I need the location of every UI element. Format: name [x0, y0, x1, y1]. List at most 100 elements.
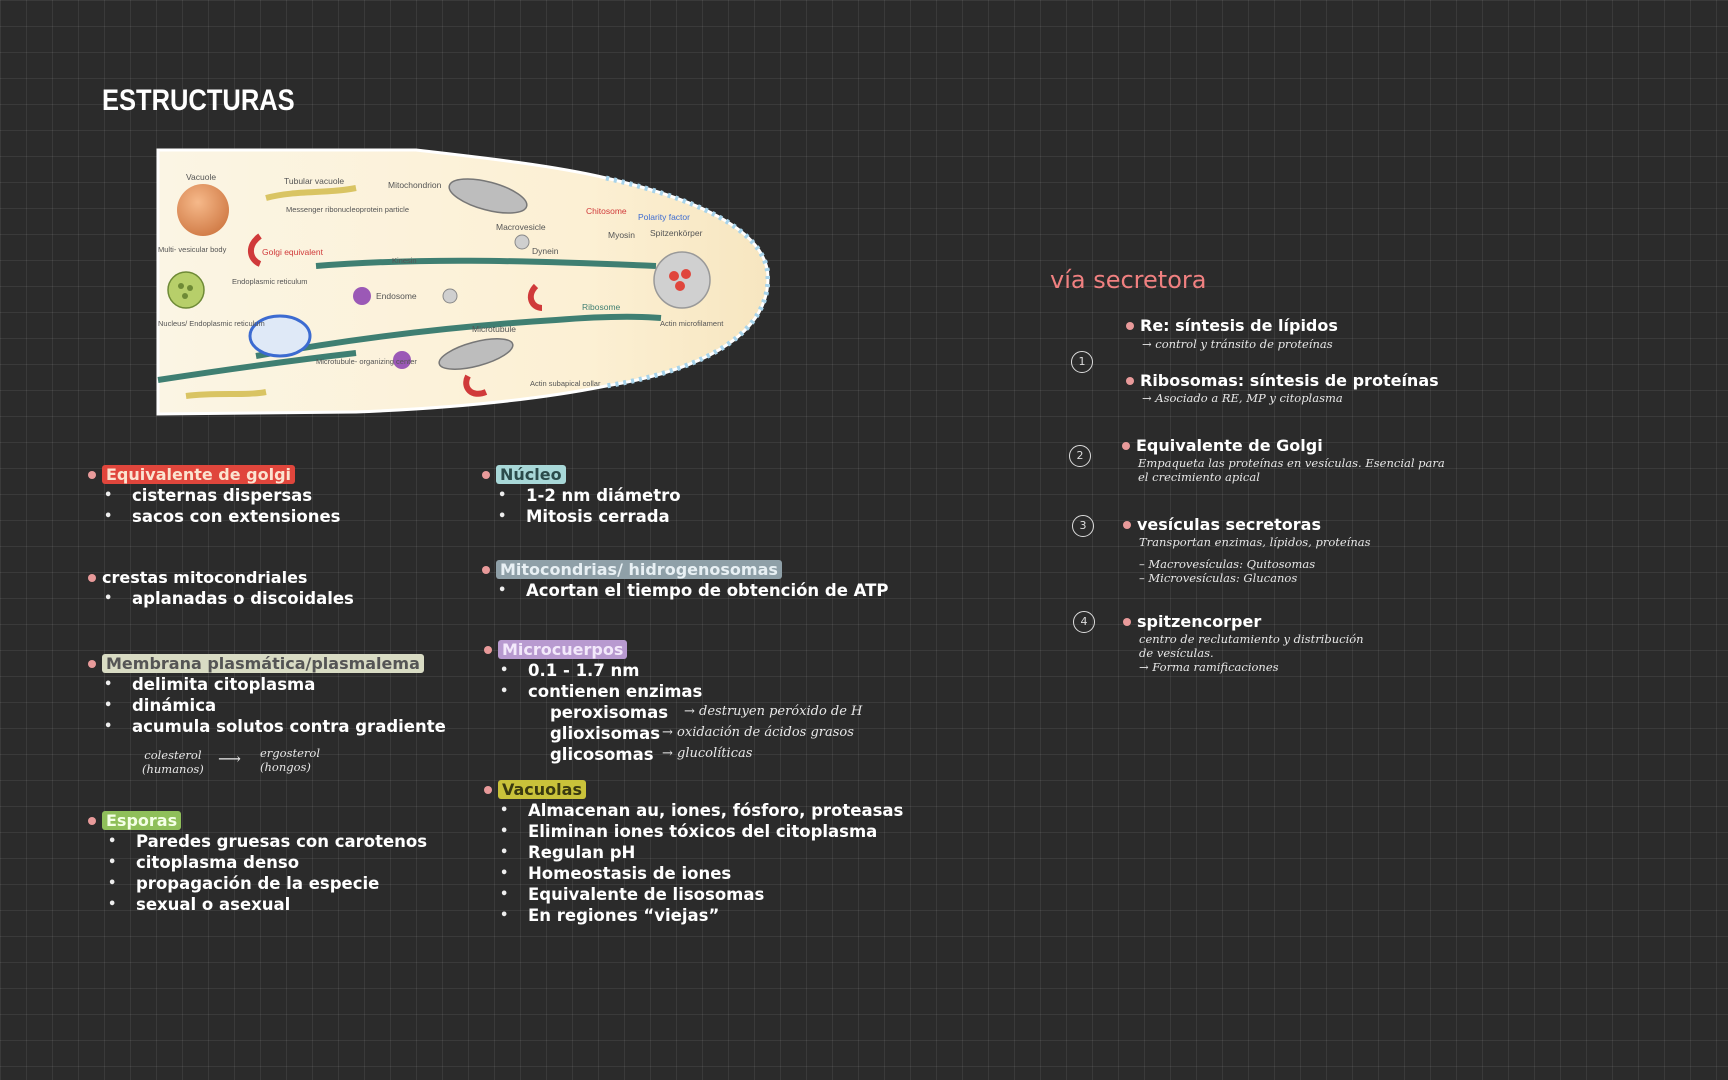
page-title: ESTRUCTURAS	[102, 84, 295, 117]
membrana-heading: Membrana plasmática/plasmalema	[88, 654, 446, 674]
list-item: Mitosis cerrada	[496, 506, 681, 527]
label-myosin: Myosin	[608, 230, 635, 240]
list-item: citoplasma denso	[106, 852, 427, 873]
bullet-dot	[1122, 442, 1130, 450]
sub-desc: → oxidación de ácidos grasos	[662, 725, 854, 740]
list-item: aplanadas o discoidales	[102, 588, 354, 609]
label-nucleus: Nucleus/ Endoplasmic reticulum	[158, 319, 265, 328]
list-item: cisternas dispersas	[102, 485, 340, 506]
label-spitzenkorper: Spitzenkörper	[650, 228, 703, 238]
bullet-dot	[484, 646, 492, 654]
vacuolas-section: Vacuolas Almacenan au, iones, fósforo, p…	[484, 780, 903, 926]
golgi-section: Equivalente de golgi cisternas dispersas…	[88, 465, 340, 527]
step-number: 4	[1073, 611, 1095, 633]
list-item: Regulan pH	[498, 842, 903, 863]
spitzenkorper-shape	[653, 251, 711, 309]
micro-sub-list: peroxisomas → destruyen peróxido de H gl…	[550, 702, 862, 765]
membrana-section: Membrana plasmática/plasmalema delimita …	[88, 654, 446, 737]
list-item: 1-2 nm diámetro	[496, 485, 681, 506]
label-vacuole: Vacuole	[186, 172, 216, 182]
step-heading: spitzencorper	[1137, 612, 1262, 631]
sub-name: peroxisomas	[550, 703, 669, 722]
label-mitochondrion: Mitochondrion	[388, 180, 442, 190]
label-multivesicular: Multi- vesicular body	[158, 245, 227, 254]
bullet-dot	[1123, 618, 1131, 626]
list-item: Almacenan au, iones, fósforo, proteasas	[498, 800, 903, 821]
label-messenger: Messenger ribonucleoprotein particle	[286, 205, 409, 214]
esporas-heading: Esporas	[88, 811, 427, 831]
step-note: Transportan enzimas, lípidos, proteínas	[1139, 535, 1371, 549]
crestas-heading: crestas mitocondriales	[88, 568, 354, 588]
step-1: Re: síntesis de lípidos → control y trán…	[1126, 316, 1439, 405]
step-note: de vesículas.	[1139, 646, 1214, 660]
label-endoplasmic: Endoplasmic reticulum	[232, 277, 307, 286]
micro-title: Microcuerpos	[498, 640, 628, 659]
step-note: → Forma ramificaciones	[1139, 660, 1279, 674]
label-actin-collar: Actin subapical collar	[530, 379, 601, 388]
list-item: Equivalente de lisosomas	[498, 884, 903, 905]
label-ribosome: Ribosome	[582, 302, 621, 312]
sub-desc: → glucolíticas	[662, 746, 753, 761]
mito-section: Mitocondrias/ hidrogenosomas Acortan el …	[482, 560, 889, 601]
via-title: vía secretora	[1050, 266, 1207, 294]
label-dynein: Dynein	[532, 246, 559, 256]
label-kinesin: Kinesin	[392, 256, 417, 265]
list-item: dinámica	[102, 695, 446, 716]
microtubule-3	[157, 350, 357, 383]
golgi-arc	[248, 233, 262, 267]
sub-name: glicosomas	[550, 745, 654, 764]
step-note: el crecimiento apical	[1138, 470, 1260, 484]
step-3: vesículas secretoras Transportan enzimas…	[1123, 515, 1371, 585]
bullet-dot	[482, 471, 490, 479]
vacuolas-heading: Vacuolas	[484, 780, 903, 800]
golgi-heading: Equivalente de golgi	[88, 465, 340, 485]
label-golgi: Golgi equivalent	[262, 247, 324, 257]
step-heading: Equivalente de Golgi	[1136, 436, 1323, 455]
bullet-dot	[1123, 521, 1131, 529]
step-number: 2	[1069, 445, 1091, 467]
note-ergosterol: ergosterol(hongos)	[260, 746, 321, 774]
bullet-dot	[1126, 377, 1134, 385]
nucleo-heading: Núcleo	[482, 465, 681, 485]
multivesicular-body	[167, 271, 205, 309]
endosome-shape	[353, 287, 371, 305]
nucleus-shape	[248, 314, 312, 358]
step-heading: vesículas secretoras	[1137, 515, 1321, 534]
bullet-dot	[1126, 322, 1134, 330]
label-macrovesicle: Macrovesicle	[496, 222, 546, 232]
vacuolas-title: Vacuolas	[498, 780, 586, 799]
bullet-dot	[88, 471, 96, 479]
step-heading: Re: síntesis de lípidos	[1140, 316, 1338, 335]
crestas-title: crestas mitocondriales	[102, 568, 308, 587]
label-polarity: Polarity factor	[638, 212, 690, 222]
step-note: → control y tránsito de proteínas	[1142, 337, 1333, 351]
list-item: propagación de la especie	[106, 873, 427, 894]
label-endosome: Endosome	[376, 291, 417, 301]
label-tubular: Tubular vacuole	[284, 176, 344, 186]
list-item: En regiones “viejas”	[498, 905, 903, 926]
list-item: Acortan el tiempo de obtención de ATP	[496, 580, 889, 601]
list-item: sacos con extensiones	[102, 506, 340, 527]
step-heading: Ribosomas: síntesis de proteínas	[1140, 371, 1439, 390]
list-item: sexual o asexual	[106, 894, 427, 915]
step-number: 1	[1071, 351, 1093, 373]
mitochondrion-2	[438, 338, 514, 370]
mitochondrion-1	[448, 178, 528, 214]
list-item: Homeostasis de iones	[498, 863, 903, 884]
label-mtoc: Microtubule- organizing center	[316, 357, 417, 366]
vacuole-shape	[177, 184, 229, 236]
crestas-section: crestas mitocondriales aplanadas o disco…	[88, 568, 354, 609]
golgi-title: Equivalente de golgi	[102, 465, 296, 484]
bullet-dot	[88, 817, 96, 825]
bullet-dot	[482, 566, 490, 574]
esporas-section: Esporas Paredes gruesas con carotenos ci…	[88, 811, 427, 915]
list-item: Paredes gruesas con carotenos	[106, 831, 427, 852]
microtubule-1	[315, 257, 657, 269]
step-note: centro de reclutamiento y distribución	[1139, 632, 1364, 646]
list-item: Eliminan iones tóxicos del citoplasma	[498, 821, 903, 842]
nucleo-title: Núcleo	[496, 465, 566, 484]
bullet-dot	[88, 574, 96, 582]
step-note: Empaqueta las proteínas en vesículas. Es…	[1138, 456, 1445, 470]
arrow-icon: ⟶	[218, 749, 241, 768]
bullet-dot	[484, 786, 492, 794]
